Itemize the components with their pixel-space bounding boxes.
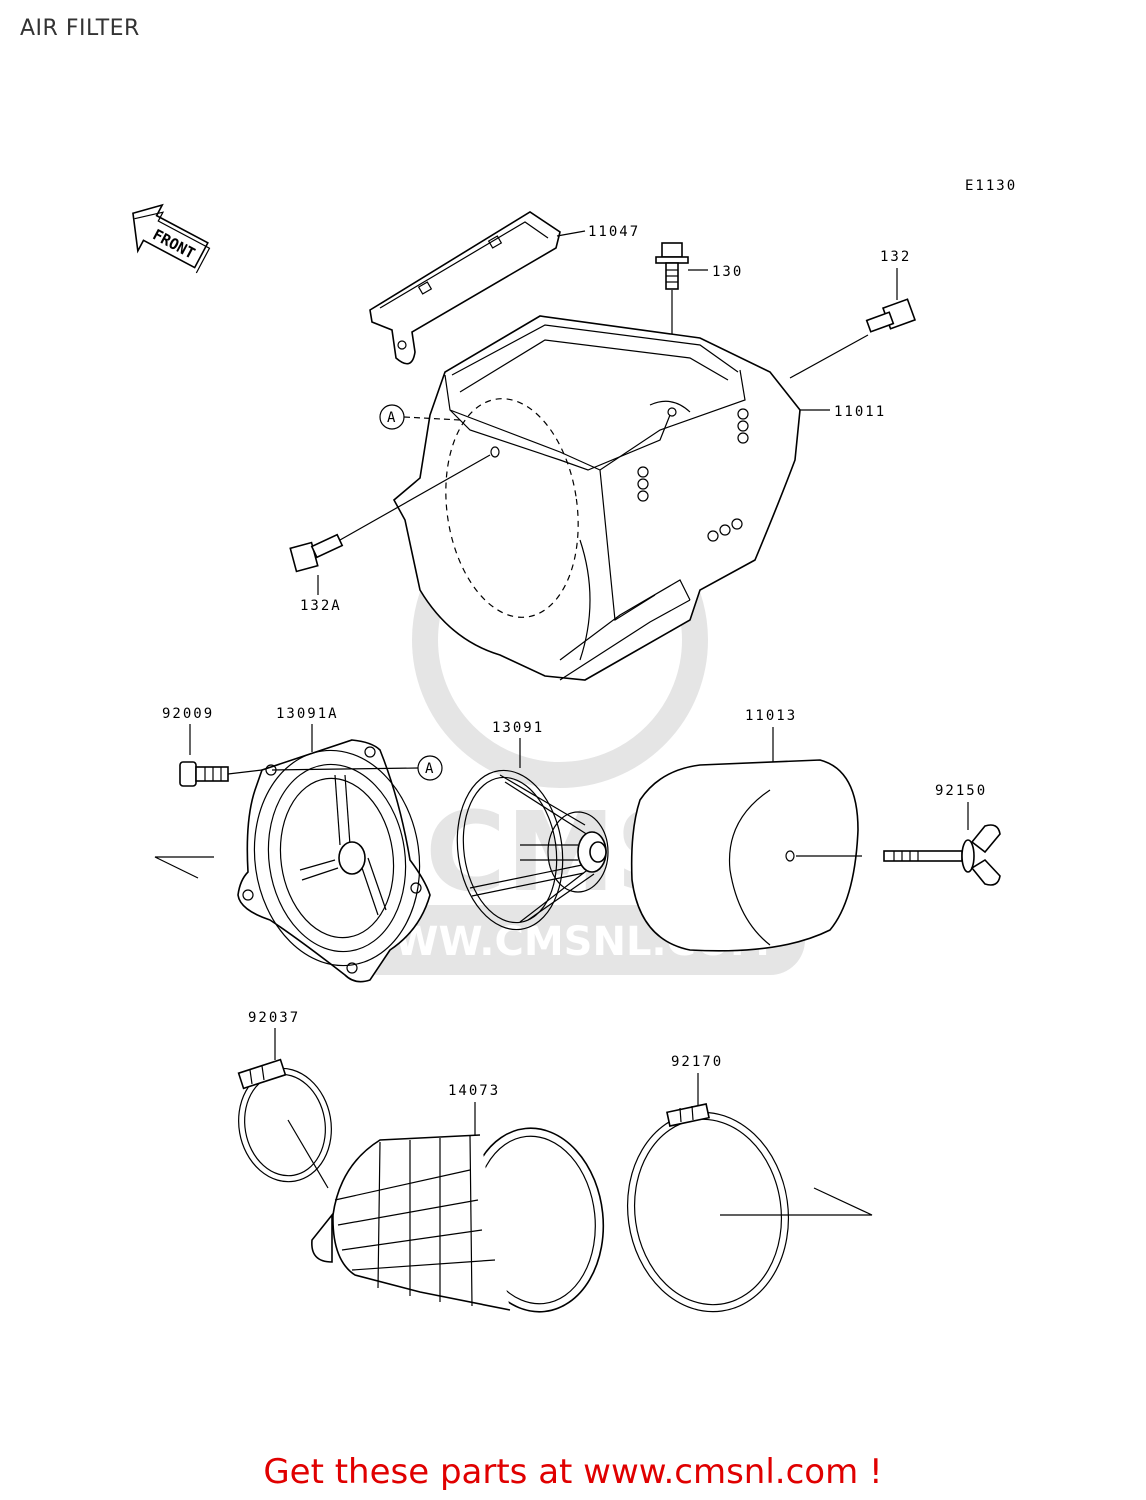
front-arrow-icon: FRONT xyxy=(132,203,211,274)
callout-11047: 11047 xyxy=(588,224,640,240)
callout-14073: 14073 xyxy=(448,1083,500,1099)
callout-11013: 11013 xyxy=(745,708,797,724)
filter-element-11013 xyxy=(630,759,859,952)
airbox-11011 xyxy=(392,315,801,681)
bracket-11047 xyxy=(369,211,561,365)
callout-92150: 92150 xyxy=(935,783,987,799)
promo-banner[interactable]: Get these parts at www.cmsnl.com ! xyxy=(263,1452,883,1492)
bolt-130 xyxy=(655,242,689,290)
cover-13091a xyxy=(237,739,431,983)
clamp-92037 xyxy=(237,1058,332,1183)
callout-13091: 13091 xyxy=(492,720,544,736)
intake-duct-14073 xyxy=(311,1127,605,1313)
callout-11011: 11011 xyxy=(834,404,886,420)
wing-bolt-92150 xyxy=(883,824,1001,886)
reference-a-top-label: A xyxy=(387,410,397,426)
page-title: AIR FILTER xyxy=(20,16,140,41)
callout-92037: 92037 xyxy=(248,1010,300,1026)
callout-132: 132 xyxy=(880,249,911,265)
assembly-marker-left xyxy=(154,856,214,879)
reference-a-cover xyxy=(417,755,443,781)
filter-frame-13091 xyxy=(456,769,609,931)
callout-130: 130 xyxy=(712,264,743,280)
clamp-92170 xyxy=(626,1103,790,1313)
callout-13091a: 13091A xyxy=(276,706,339,722)
bolt-132 xyxy=(865,298,917,333)
bolt-132a xyxy=(289,533,344,573)
reference-a-cover-label: A xyxy=(425,761,435,777)
assembly-marker-right xyxy=(720,1187,873,1216)
callout-92170: 92170 xyxy=(671,1054,723,1070)
diagram-code: E1130 xyxy=(965,178,1017,194)
callout-132a: 132A xyxy=(300,598,342,614)
bolt-92009 xyxy=(179,761,229,787)
callout-92009: 92009 xyxy=(162,706,214,722)
